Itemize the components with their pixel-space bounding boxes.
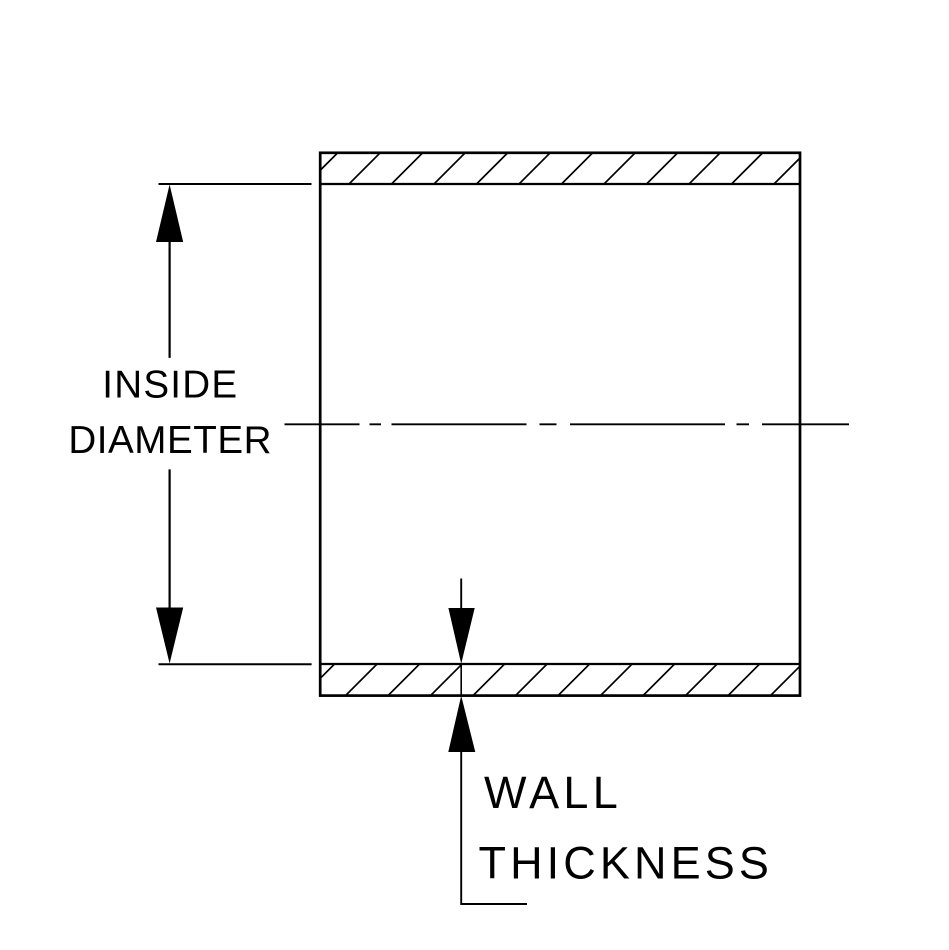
svg-text:DIAMETER: DIAMETER xyxy=(68,419,272,462)
svg-text:WALL: WALL xyxy=(484,767,622,818)
svg-text:THICKNESS: THICKNESS xyxy=(479,838,773,889)
svg-text:INSIDE: INSIDE xyxy=(102,364,238,407)
